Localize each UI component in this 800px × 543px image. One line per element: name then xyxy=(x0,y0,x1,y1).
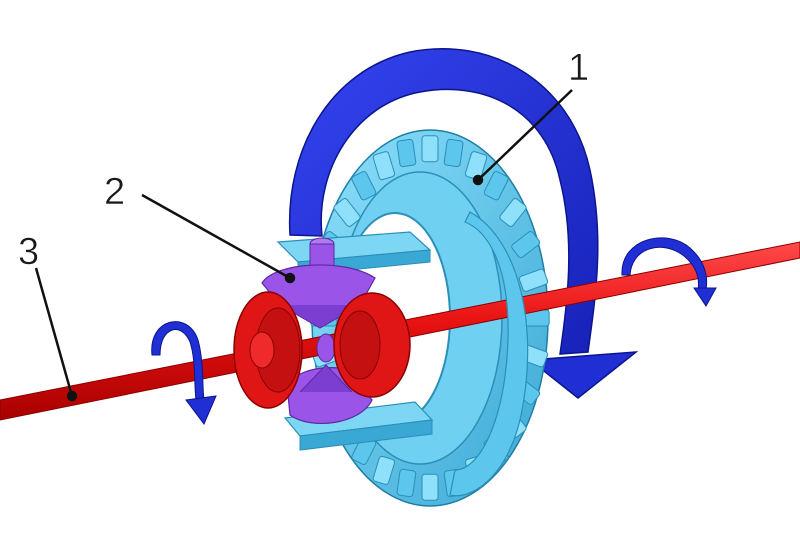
ring-gear-tooth xyxy=(464,151,488,181)
leader-dot-2 xyxy=(284,272,296,284)
ring-gear-tooth xyxy=(518,268,549,292)
right-rotation-arrow xyxy=(621,237,717,307)
ring-gear-tooth xyxy=(443,138,464,168)
callout-number-1: 1 xyxy=(568,47,589,89)
leader-line-1 xyxy=(477,89,573,181)
leader-lines xyxy=(34,89,573,402)
big-arrow-head xyxy=(528,351,639,399)
big-arrow-body xyxy=(288,48,599,355)
ring-gear-tooth xyxy=(372,455,396,485)
callout-number-3: 3 xyxy=(18,231,39,273)
ring-gear-tooth xyxy=(372,151,396,181)
ring-gear-tooth xyxy=(421,135,439,163)
ring-gear-tooth xyxy=(511,231,541,259)
leader-dot-1 xyxy=(472,174,484,186)
leader-line-2 xyxy=(141,193,291,280)
side-gears xyxy=(233,291,411,409)
leader-line-3 xyxy=(34,267,74,397)
ring-gear-tooth xyxy=(351,171,377,201)
ring-gear-tooth xyxy=(421,473,439,501)
ring-gear-tooth xyxy=(333,198,361,227)
ring-gear-tooth xyxy=(499,198,527,227)
ring-gear-tooth xyxy=(396,138,417,168)
callout-number-2: 2 xyxy=(104,171,125,213)
ring-gear-tooth xyxy=(483,171,509,201)
ring-gear-tooth xyxy=(396,468,417,498)
ring-gear-front-rim xyxy=(449,211,529,497)
leader-dot-3 xyxy=(66,390,78,402)
left-rotation-arrow xyxy=(151,321,217,425)
ring-rotation-arrow xyxy=(288,48,639,399)
